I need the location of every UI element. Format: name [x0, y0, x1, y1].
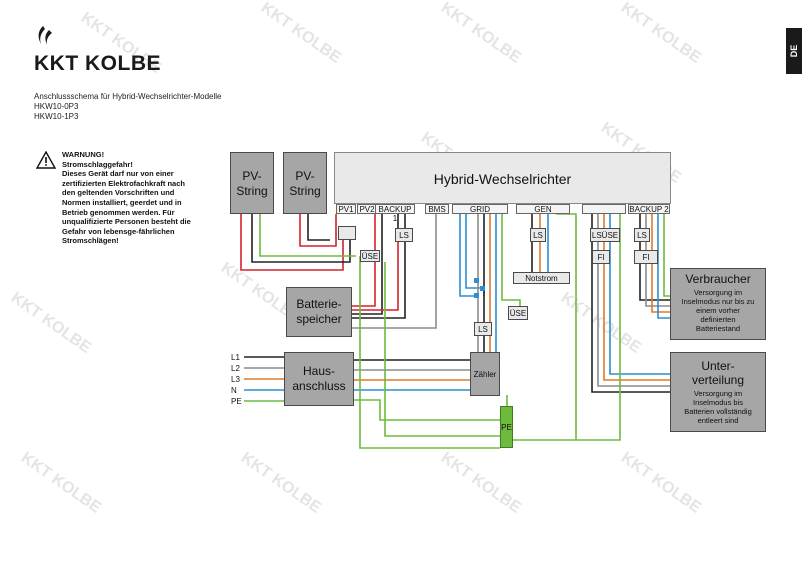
line-label-l3: L3 — [231, 375, 240, 384]
wire-grid-pe — [501, 214, 521, 308]
watermark: KKT KOLBE — [258, 0, 344, 67]
wire-battery-black — [351, 214, 383, 315]
ls-backup2: LS — [634, 228, 650, 242]
header-line: HKW10-1P3 — [34, 112, 79, 121]
header-line: HKW10-0P3 — [34, 102, 79, 111]
brand-logo: KKT KOLBE — [34, 52, 161, 75]
house-connection: Haus- anschluss — [284, 352, 354, 406]
wire-battery-ls-black — [351, 242, 406, 319]
warning-triangle-icon — [36, 151, 56, 169]
unterverteilung: Unter- verteilung Versorgung im Inselmod… — [670, 352, 766, 432]
verbraucher: Verbraucher Versorgung im Inselmodus nur… — [670, 268, 766, 340]
wire-b1-blue — [609, 214, 670, 375]
wire-bms — [351, 214, 437, 329]
warning-body: Dieses Gerät darf nur von einer zertifiz… — [62, 169, 191, 246]
hybrid-inverter: Hybrid-Wechselrichter — [334, 152, 671, 204]
watermark: KKT KOLBE — [438, 0, 524, 67]
dot — [474, 293, 479, 298]
line-label-n: N — [231, 386, 237, 395]
fi-backup2: FI — [634, 250, 658, 264]
dot — [480, 286, 485, 291]
ls-gen: LS — [530, 228, 546, 242]
warning-title: WARNUNG! — [62, 150, 105, 159]
wire-pv2-black — [307, 214, 330, 241]
pv-string-2: PV- String — [283, 152, 327, 214]
port-gen: GEN — [516, 204, 570, 214]
line-label-l2: L2 — [231, 364, 240, 373]
verbraucher-description: Versorgung im Inselmodus nur bis zu eine… — [681, 288, 755, 333]
wire-gen-pe — [556, 213, 577, 440]
flame-logo-icon — [38, 26, 52, 45]
dot — [474, 278, 479, 283]
wire-battery-up — [397, 214, 406, 228]
line-label-l1: L1 — [231, 353, 240, 362]
verbraucher-title: Verbraucher — [685, 272, 751, 286]
watermark: KKT KOLBE — [238, 449, 324, 517]
pv-switch — [338, 226, 356, 240]
wire-b2-grey — [645, 214, 670, 307]
watermark: KKT KOLBE — [558, 289, 644, 357]
wire-pe-pv — [359, 256, 500, 449]
warning-subtitle: Stromschlaggefahr! — [62, 159, 133, 169]
header-line: Anschlussschema für Hybrid-Wechselrichte… — [34, 92, 222, 101]
watermark: KKT KOLBE — [8, 289, 94, 357]
wire-battery-red — [351, 214, 376, 307]
port-backup1-blank — [582, 204, 626, 214]
unterverteilung-description: Versorgung im Inselmodus bis Batterien v… — [684, 389, 752, 425]
wire-pv2-red — [299, 214, 337, 247]
wire-b1-pe — [512, 214, 621, 441]
uese-grid: ÜSE — [508, 306, 528, 320]
port-pv2: PV2 — [357, 204, 377, 214]
battery-storage: Batterie- speicher — [286, 287, 352, 337]
wire-b1-black — [591, 214, 670, 393]
fi-backup1: FI — [592, 250, 610, 264]
uese-pv: ÜSE — [360, 250, 380, 262]
watermark: KKT KOLBE — [618, 449, 704, 517]
wire-b1-orange — [603, 214, 670, 381]
pe-rail: PE — [500, 406, 513, 448]
warning-block: WARNUNG! Stromschlaggefahr! Dieses Gerät… — [34, 150, 199, 246]
wire-pv1-pe — [259, 214, 356, 257]
wire-b2-black — [639, 214, 670, 301]
wire-b2-orange — [651, 214, 670, 313]
wire-pv1-red — [240, 214, 344, 271]
port-pv1: PV1 — [336, 204, 356, 214]
wires — [240, 213, 670, 449]
port-grid: GRID — [452, 204, 508, 214]
wire-b1-grey — [597, 214, 670, 387]
watermark: KKT KOLBE — [618, 0, 704, 67]
wire-house-pe — [354, 399, 500, 421]
wire-b2-blue — [657, 214, 670, 319]
ls-grid: LS — [474, 322, 492, 336]
connection-dots — [474, 278, 485, 298]
wire-grid-blue — [459, 214, 478, 297]
meter: Zähler — [470, 352, 500, 396]
wire-battery-ls-red — [351, 242, 399, 311]
port-backup1: BACKUP 1 — [375, 204, 415, 223]
port-backup2: BACKUP 2 — [628, 204, 670, 214]
line-label-pe: PE — [231, 397, 242, 406]
notstrom: Notstrom — [513, 272, 570, 284]
watermark: KKT KOLBE — [18, 449, 104, 517]
pv-string-1: PV- String — [230, 152, 274, 214]
wire-b2-pe — [663, 214, 670, 297]
wire-grid-blue2 — [465, 214, 485, 296]
unterverteilung-title: Unter- verteilung — [691, 359, 745, 387]
watermark: KKT KOLBE — [438, 449, 524, 517]
lsuese-backup1: LSÜSE — [590, 228, 620, 242]
wire-pv1-black — [251, 214, 351, 263]
document-header: Anschlussschema für Hybrid-Wechselrichte… — [34, 92, 221, 122]
language-tab[interactable]: DE — [786, 28, 802, 74]
port-bms: BMS — [425, 204, 449, 214]
wire-pe-uese — [384, 262, 500, 437]
ls-battery: LS — [395, 228, 413, 242]
